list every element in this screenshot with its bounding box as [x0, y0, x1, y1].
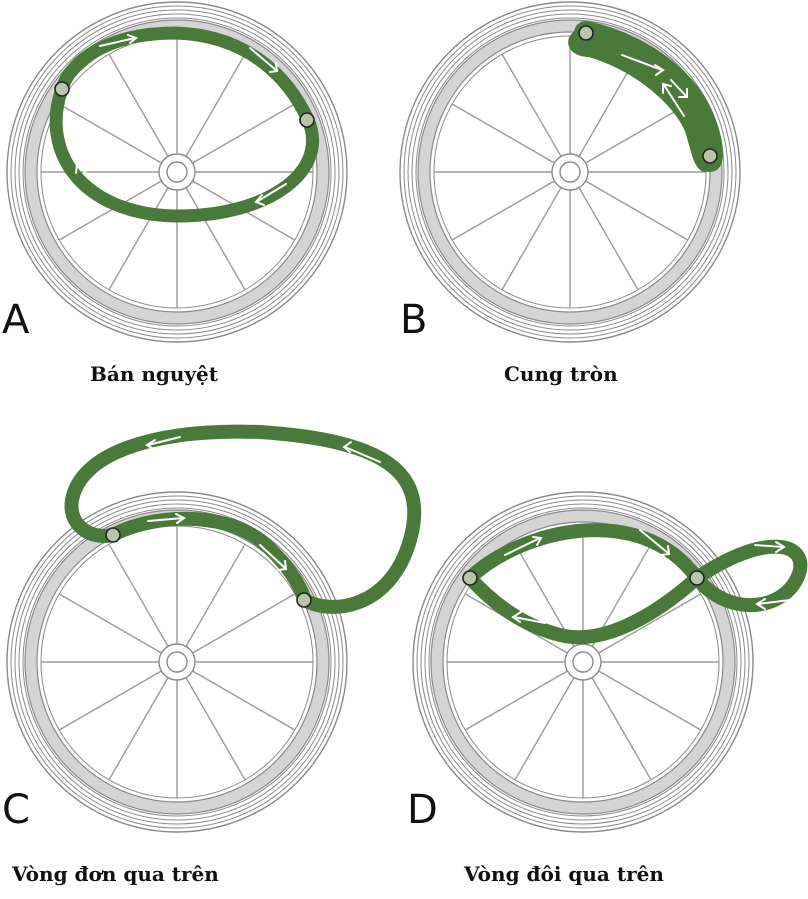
panel-d-stroke-path: [462, 523, 808, 645]
panel-d-arrows: [504, 529, 791, 624]
panel-c-wheel: [7, 492, 347, 832]
panel-c-stroke-path: [64, 424, 422, 614]
panel-b-letter: B: [400, 297, 428, 343]
panel-a-point-right: [299, 112, 315, 128]
panel-c-point-left: [105, 527, 121, 543]
panel-b-wheel: [400, 2, 740, 342]
panel-b-point-bottom: [702, 148, 718, 164]
panel-a-caption: Bán nguyệt: [90, 362, 219, 386]
panel-d-wheel: [413, 492, 753, 832]
panel-b-stroke-path: [568, 21, 724, 172]
panel-a-point-left: [54, 81, 70, 97]
panel-d-letter: D: [407, 787, 438, 833]
panel-d-caption: Vòng đôi qua trên: [464, 862, 664, 886]
panel-a-letter: A: [2, 297, 30, 343]
panel-b-point-top: [578, 25, 594, 41]
panel-a-arrows: [75, 34, 287, 206]
panel-b-arrows: [621, 54, 688, 117]
panel-c-letter: C: [2, 787, 30, 833]
panel-d-point-cross: [689, 570, 705, 586]
panel-c-arrows: [145, 436, 381, 571]
panel-c-point-right: [296, 592, 312, 608]
panel-c-caption: Vòng đơn qua trên: [12, 862, 219, 886]
panel-b-caption: Cung tròn: [504, 362, 618, 386]
panel-a-stroke-path: [49, 26, 320, 223]
panel-d-point-left: [462, 570, 478, 586]
